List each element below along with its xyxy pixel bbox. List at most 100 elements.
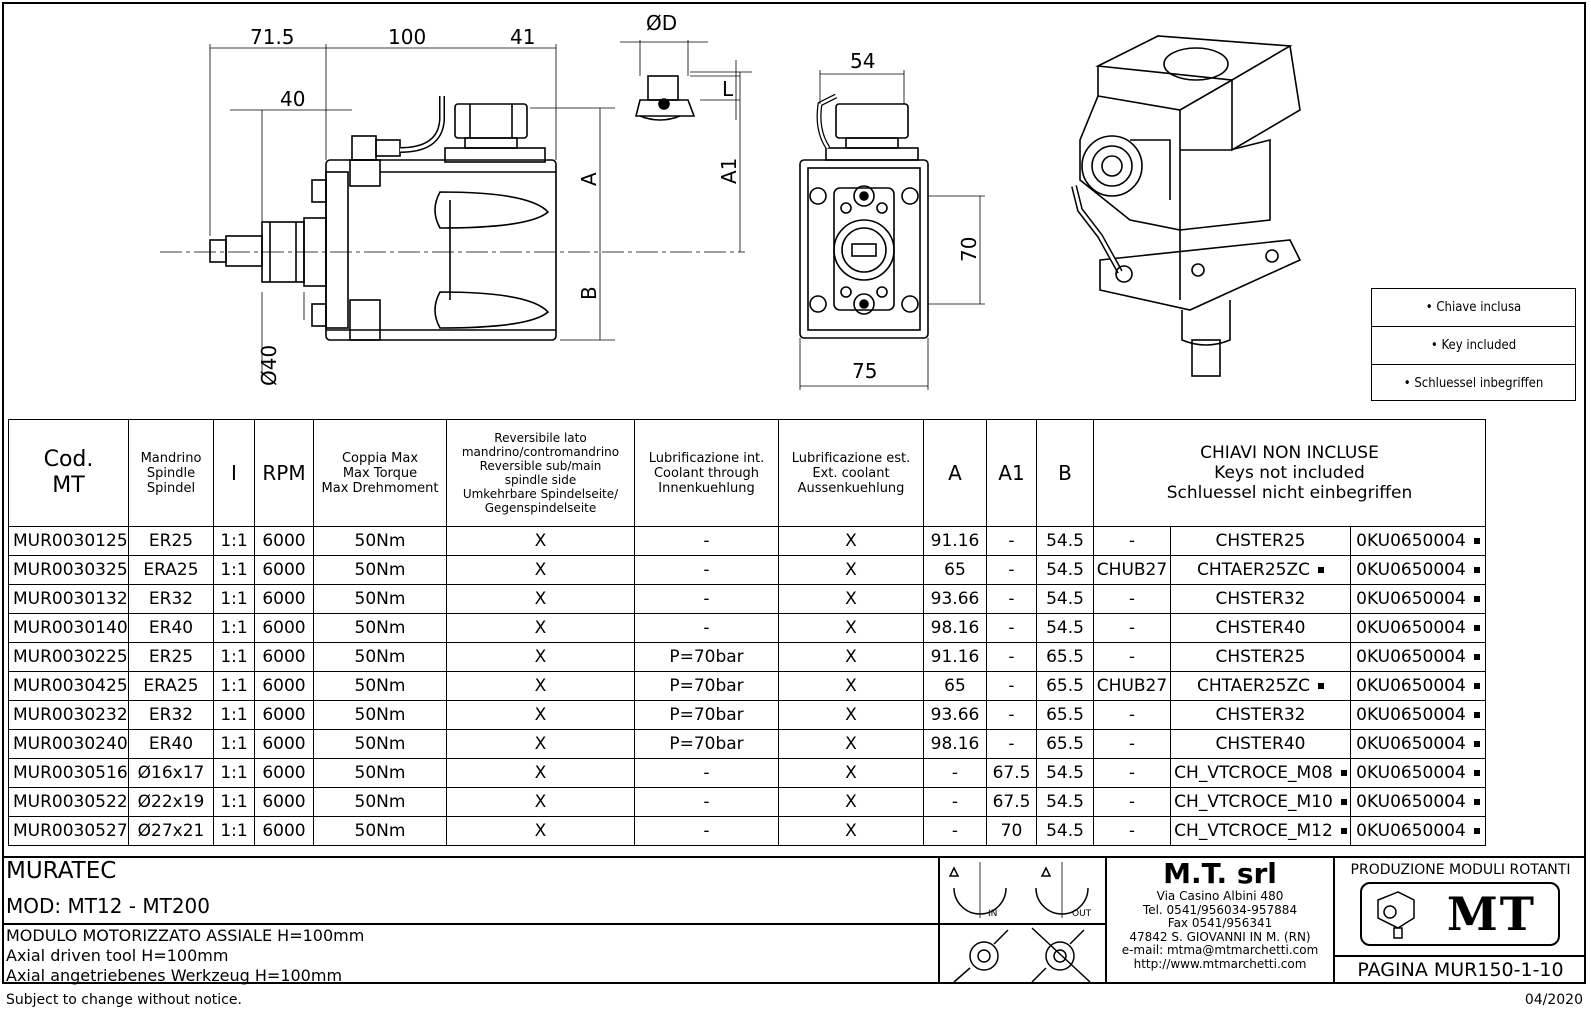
row-spindle: ER32 bbox=[128, 584, 214, 614]
row-reversible: X bbox=[446, 613, 635, 643]
row-a1: - bbox=[986, 700, 1037, 730]
row-key-2-text: CHTAER25ZC bbox=[1196, 560, 1311, 580]
rotation-rule bbox=[938, 923, 1105, 925]
row-coolant-int-text: P=70bar bbox=[669, 676, 744, 696]
row-key-3-text: 0KU0650004 bbox=[1356, 589, 1466, 609]
row-spindle: ER32 bbox=[128, 700, 214, 730]
key-legend-box: • Chiave inclusa • Key included • Schlue… bbox=[1371, 288, 1576, 401]
row-reversible: X bbox=[446, 642, 635, 672]
row-a: 93.66 bbox=[923, 700, 987, 730]
key-included-marker bbox=[1340, 828, 1347, 834]
row-key-2: CHSTER25 bbox=[1170, 526, 1351, 556]
row-spindle-text: ER32 bbox=[148, 589, 194, 609]
row-torque: 50Nm bbox=[313, 816, 447, 846]
row-b: 54.5 bbox=[1036, 613, 1094, 643]
row-code-text: MUR0030516 bbox=[13, 763, 128, 783]
row-coolant-int: - bbox=[634, 758, 779, 788]
row-torque-text: 50Nm bbox=[354, 734, 406, 754]
row-a-text: 98.16 bbox=[930, 618, 980, 638]
row-coolant-int: P=70bar bbox=[634, 671, 779, 701]
row-key-2-text: CH_VTCROCE_M10 bbox=[1174, 792, 1333, 812]
row-key-3-text: 0KU0650004 bbox=[1356, 763, 1466, 783]
row-coolant-int-text: P=70bar bbox=[669, 734, 744, 754]
key-included-marker bbox=[1473, 538, 1480, 544]
row-key-3: 0KU0650004 bbox=[1350, 729, 1486, 759]
row-coolant-int: - bbox=[634, 526, 779, 556]
row-a: 91.16 bbox=[923, 642, 987, 672]
row-key-2: CHTAER25ZC bbox=[1170, 555, 1351, 585]
row-b-text: 54.5 bbox=[1046, 792, 1084, 812]
row-key-1-text: - bbox=[1128, 589, 1136, 609]
row-key-1-text: CHUB27 bbox=[1096, 560, 1168, 580]
dim-a: A bbox=[577, 172, 601, 186]
row-code-text: MUR0030240 bbox=[13, 734, 128, 754]
row-spindle: ER40 bbox=[128, 613, 214, 643]
row-coolant-ext-text: X bbox=[845, 589, 857, 609]
row-code: MUR0030140 bbox=[8, 613, 129, 643]
row-b-text: 54.5 bbox=[1046, 589, 1084, 609]
row-coolant-int-text: - bbox=[703, 792, 710, 812]
row-ratio: 1:1 bbox=[213, 584, 255, 614]
row-a1-text: - bbox=[1008, 705, 1015, 725]
row-coolant-int: - bbox=[634, 584, 779, 614]
row-spindle-text: ER40 bbox=[148, 734, 194, 754]
mt-logo: MT bbox=[1360, 882, 1560, 946]
row-torque-text: 50Nm bbox=[354, 676, 406, 696]
row-key-1: - bbox=[1093, 613, 1171, 643]
row-torque-text: 50Nm bbox=[354, 821, 406, 841]
company-website[interactable]: http://www.mtmarchetti.com bbox=[1133, 956, 1307, 971]
brand-label: MURATEC bbox=[6, 858, 117, 884]
row-reversible: X bbox=[446, 526, 635, 556]
row-torque-text: 50Nm bbox=[354, 763, 406, 783]
row-b-text: 65.5 bbox=[1046, 705, 1084, 725]
row-spindle-text: Ø16x17 bbox=[137, 763, 205, 783]
row-a-text: 91.16 bbox=[930, 647, 980, 667]
row-torque: 50Nm bbox=[313, 671, 447, 701]
row-code-text: MUR0030425 bbox=[13, 676, 128, 696]
company-block: M.T. srl Via Casino Albini 480 Tel. 0541… bbox=[1107, 858, 1333, 971]
row-coolant-ext-text: X bbox=[845, 792, 857, 812]
dim-dia40: Ø40 bbox=[257, 345, 281, 386]
row-rpm: 6000 bbox=[254, 526, 314, 556]
row-a1: - bbox=[986, 584, 1037, 614]
row-code-text: MUR0030225 bbox=[13, 647, 128, 667]
row-key-2-text: CH_VTCROCE_M08 bbox=[1174, 763, 1333, 783]
company-email[interactable]: e-mail: mtma@mtmarchetti.com bbox=[1121, 943, 1319, 957]
row-key-2-text: CHSTER40 bbox=[1215, 734, 1306, 754]
row-b-text: 54.5 bbox=[1046, 763, 1084, 783]
dim-41: 41 bbox=[510, 25, 535, 49]
footer-notice: Subject to change without notice. bbox=[6, 992, 242, 1008]
row-coolant-ext: X bbox=[778, 729, 924, 759]
row-a1: - bbox=[986, 613, 1037, 643]
rotation-out-label: OUT bbox=[1072, 909, 1092, 919]
row-a-text: 65 bbox=[944, 560, 966, 580]
footer-date: 04/2020 bbox=[1524, 992, 1583, 1008]
row-rpm: 6000 bbox=[254, 555, 314, 585]
row-rpm-text: 6000 bbox=[262, 821, 306, 841]
row-torque-text: 50Nm bbox=[354, 531, 406, 551]
row-spindle-text: Ø27x21 bbox=[137, 821, 205, 841]
row-b: 54.5 bbox=[1036, 787, 1094, 817]
key-included-marker bbox=[1473, 625, 1480, 631]
row-b: 65.5 bbox=[1036, 700, 1094, 730]
key-included-marker bbox=[1473, 567, 1480, 573]
row-ratio-text: 1:1 bbox=[220, 734, 248, 754]
row-a: - bbox=[923, 787, 987, 817]
row-ratio-text: 1:1 bbox=[220, 647, 248, 667]
row-code: MUR0030527 bbox=[8, 816, 129, 846]
row-coolant-ext: X bbox=[778, 700, 924, 730]
row-a1: 67.5 bbox=[986, 787, 1037, 817]
row-torque-text: 50Nm bbox=[354, 589, 406, 609]
row-reversible: X bbox=[446, 729, 635, 759]
dim-b: B bbox=[577, 286, 601, 300]
row-coolant-int: - bbox=[634, 816, 779, 846]
title-block-mid-rule bbox=[2, 923, 938, 925]
key-included-marker bbox=[1318, 683, 1325, 689]
row-key-2: CHSTER40 bbox=[1170, 613, 1351, 643]
row-coolant-ext-text: X bbox=[845, 734, 857, 754]
row-rpm: 6000 bbox=[254, 671, 314, 701]
row-spindle: ERA25 bbox=[128, 555, 214, 585]
row-torque: 50Nm bbox=[313, 526, 447, 556]
